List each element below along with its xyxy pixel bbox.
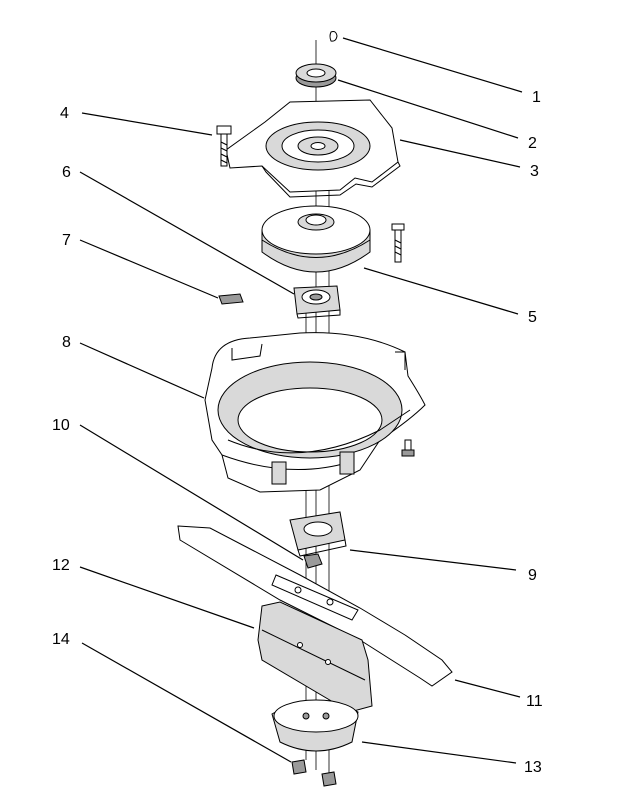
part-1-key <box>329 31 338 42</box>
callout-numbers: 1 2 3 4 5 6 7 8 9 10 11 12 13 14 <box>52 89 543 776</box>
callout-11: 11 <box>526 693 543 710</box>
part-13-cup <box>271 699 359 752</box>
part-3-mounting-plate <box>225 99 401 198</box>
callout-5: 5 <box>528 309 537 326</box>
part-8-housing <box>204 332 426 493</box>
callout-8: 8 <box>62 334 71 351</box>
callout-1: 1 <box>532 89 541 106</box>
callout-13: 13 <box>524 759 542 776</box>
part-2-bearing <box>295 63 337 88</box>
part-12-baffle <box>257 601 373 713</box>
callout-14: 14 <box>52 631 70 648</box>
callout-9: 9 <box>528 567 537 584</box>
part-14-nut <box>291 759 307 775</box>
callout-6: 6 <box>62 164 71 181</box>
bottom-nut <box>321 771 337 787</box>
callout-7: 7 <box>62 232 71 249</box>
part-6-bearing-block <box>293 285 341 319</box>
part-10-nut <box>303 553 323 569</box>
part-11-blade <box>177 525 453 687</box>
part-8-fastener <box>401 439 415 457</box>
callout-3: 3 <box>530 163 539 180</box>
part-5-side-bolt <box>391 223 405 263</box>
part-9-blade-adapter <box>289 511 347 557</box>
part-4-bolt <box>216 125 232 167</box>
callout-10: 10 <box>52 417 70 434</box>
part-7-block <box>218 293 244 305</box>
callout-4: 4 <box>60 105 69 122</box>
callout-12: 12 <box>52 557 70 574</box>
part-5-pulley-cover <box>261 205 371 273</box>
leader-lines <box>79 37 523 764</box>
callout-2: 2 <box>528 135 537 152</box>
